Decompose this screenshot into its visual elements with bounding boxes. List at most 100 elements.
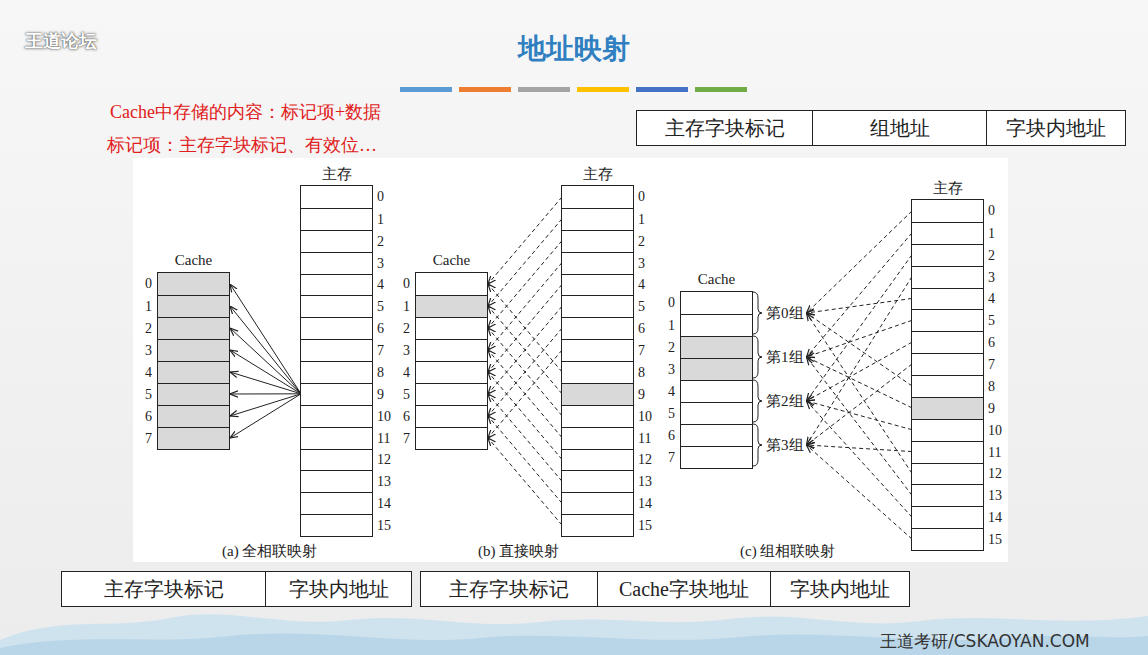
memory-block: 10 xyxy=(301,405,372,427)
index-number: 5 xyxy=(668,407,675,421)
address-field-cell: 字块内地址 xyxy=(265,571,412,607)
index-number: 7 xyxy=(377,344,384,358)
index-number: 4 xyxy=(638,278,645,292)
mapping-connector xyxy=(807,357,913,408)
cache-line: 5 xyxy=(681,402,752,424)
index-number: 5 xyxy=(403,388,410,402)
mapping-connector xyxy=(488,328,562,416)
index-number: 9 xyxy=(988,402,995,416)
index-number: 8 xyxy=(377,366,384,380)
index-number: 2 xyxy=(638,235,645,249)
cache-line: 2 xyxy=(158,317,229,339)
address-field-cell: Cache字块地址 xyxy=(597,571,771,607)
memory-block: 8 xyxy=(912,375,983,397)
mapping-connector xyxy=(230,372,301,394)
mapping-connector xyxy=(488,284,562,372)
memory-block: 7 xyxy=(912,353,983,375)
cache-line: 4 xyxy=(158,361,229,383)
memory-block: 1 xyxy=(562,208,633,230)
array-heading: 主存 xyxy=(542,165,653,184)
index-number: 8 xyxy=(638,366,645,380)
field-name: 组地址 xyxy=(870,115,930,142)
group-name: 第1组 xyxy=(766,349,804,365)
index-number: 3 xyxy=(145,344,152,358)
memory-block: 2 xyxy=(912,244,983,266)
cache-line: 4 xyxy=(681,380,752,402)
index-number: 1 xyxy=(145,300,152,314)
footer-mountains xyxy=(0,614,1148,655)
array-heading: Cache xyxy=(661,271,772,288)
cache-line: 3 xyxy=(158,339,229,361)
index-number: 5 xyxy=(638,300,645,314)
index-number: 6 xyxy=(145,410,152,424)
index-number: 3 xyxy=(403,344,410,358)
memory-block: 13 xyxy=(562,470,633,492)
address-field-cell: 字块内地址 xyxy=(770,571,910,607)
index-number: 10 xyxy=(377,410,391,424)
index-number: 0 xyxy=(377,190,384,204)
cache-line: 7 xyxy=(158,427,229,449)
memory-block: 13 xyxy=(301,470,372,492)
note-text: 标记项：主存字块标记、有效位… xyxy=(107,133,377,157)
memory-block: 9 xyxy=(912,397,983,419)
mapping-connector xyxy=(807,255,913,401)
index-number: 1 xyxy=(638,213,645,227)
index-number: 8 xyxy=(988,380,995,394)
group-name: 第2组 xyxy=(766,393,804,409)
index-number: 0 xyxy=(638,190,645,204)
address-field-cell: 主存字块标记 xyxy=(420,571,598,607)
main-memory-array: 主存0123456789101112131415 xyxy=(561,185,634,537)
index-number: 1 xyxy=(668,319,675,333)
memory-block: 8 xyxy=(562,361,633,383)
memory-block: 1 xyxy=(912,222,983,244)
index-number: 4 xyxy=(377,278,384,292)
index-number: 11 xyxy=(377,432,390,446)
cache-group-label: 第2组 xyxy=(764,391,806,411)
memory-block: 4 xyxy=(562,274,633,296)
index-number: 14 xyxy=(638,497,652,511)
cache-line: 6 xyxy=(681,424,752,446)
memory-block: 12 xyxy=(301,449,372,471)
mapping-connector xyxy=(230,394,301,438)
cache-line: 7 xyxy=(681,446,752,468)
index-number: 14 xyxy=(377,497,391,511)
mapping-connector xyxy=(807,313,913,473)
memory-block: 4 xyxy=(912,288,983,310)
index-number: 0 xyxy=(988,204,995,218)
cache-line: 2 xyxy=(681,336,752,358)
title-color-bars xyxy=(400,87,747,92)
index-number: 10 xyxy=(988,424,1002,438)
mapping-connector xyxy=(488,197,562,284)
group-brace xyxy=(753,292,762,466)
mapping-connector xyxy=(807,233,913,357)
memory-block: 11 xyxy=(912,441,983,463)
memory-block: 3 xyxy=(301,252,372,274)
memory-block: 6 xyxy=(301,317,372,339)
cache-array: Cache01234567 xyxy=(157,272,230,450)
mapping-connector xyxy=(230,394,301,416)
main-memory-array: 主存0123456789101112131415 xyxy=(300,185,373,537)
slide-title: 地址映射 xyxy=(0,30,1148,68)
mapping-connector xyxy=(807,277,913,445)
mapping-connector xyxy=(488,219,562,306)
mapping-connector xyxy=(488,372,562,459)
mapping-connector xyxy=(230,350,301,394)
index-number: 13 xyxy=(638,475,652,489)
cache-line: 6 xyxy=(158,405,229,427)
memory-block: 2 xyxy=(562,230,633,252)
mapping-connector xyxy=(230,284,301,394)
index-number: 12 xyxy=(988,467,1002,481)
index-number: 15 xyxy=(377,519,391,533)
index-number: 2 xyxy=(668,341,675,355)
watermark: 王道论坛 xyxy=(25,29,97,53)
memory-block: 14 xyxy=(301,492,372,514)
index-number: 2 xyxy=(988,249,995,263)
mapping-connector xyxy=(488,350,562,438)
group-name: 第0组 xyxy=(766,305,804,321)
cache-line: 2 xyxy=(416,317,487,339)
index-number: 6 xyxy=(377,322,384,336)
cache-group-label: 第1组 xyxy=(764,347,806,367)
field-name: 主存字块标记 xyxy=(104,576,224,603)
cache-line: 1 xyxy=(416,295,487,317)
cache-line: 4 xyxy=(416,361,487,383)
